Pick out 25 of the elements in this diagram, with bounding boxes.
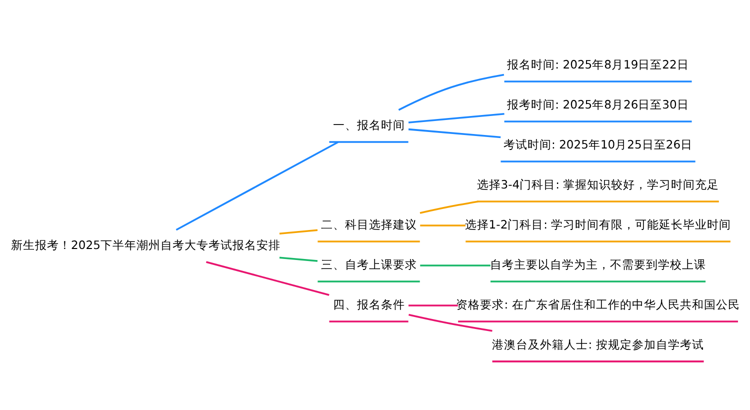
connector (420, 200, 478, 214)
node-text: 新生报考！2025下半年潮州自考大专考试报名安排 (11, 237, 280, 252)
node-text: 自考主要以自学为主，不需要到学校上课 (490, 257, 706, 271)
connector (279, 228, 318, 234)
connector (420, 264, 490, 266)
node-text: 选择1-2门科目: 学习时间有限，可能延长毕业时间 (464, 217, 732, 232)
connector (408, 128, 501, 138)
connector (408, 304, 458, 306)
connector (176, 140, 339, 230)
node-text: 报考时间: 2025年8月26日至30日 (507, 97, 689, 112)
node-text: 三、自考上课要求 (320, 257, 417, 271)
node-text: 考试时间: 2025年10月25日至26日 (504, 137, 693, 152)
connector (279, 256, 318, 262)
connector (206, 260, 330, 296)
connector (408, 112, 504, 123)
node-text: 选择3-4门科目: 掌握知识较好，学习时间充足 (476, 177, 720, 192)
node-text: 港澳台及外籍人士: 按规定参加自学考试 (492, 336, 704, 351)
connector (420, 224, 466, 226)
node-text: 资格要求: 在广东省居住和工作的中华人民共和国公民 (456, 296, 740, 311)
node-text: 报名时间: 2025年8月19日至22日 (507, 57, 689, 72)
node-text: 一、报名时间 (332, 117, 405, 132)
node-text: 二、科目选择建议 (320, 217, 417, 232)
connector (398, 73, 504, 110)
connector (408, 313, 492, 332)
node-text: 四、报名条件 (332, 296, 405, 311)
